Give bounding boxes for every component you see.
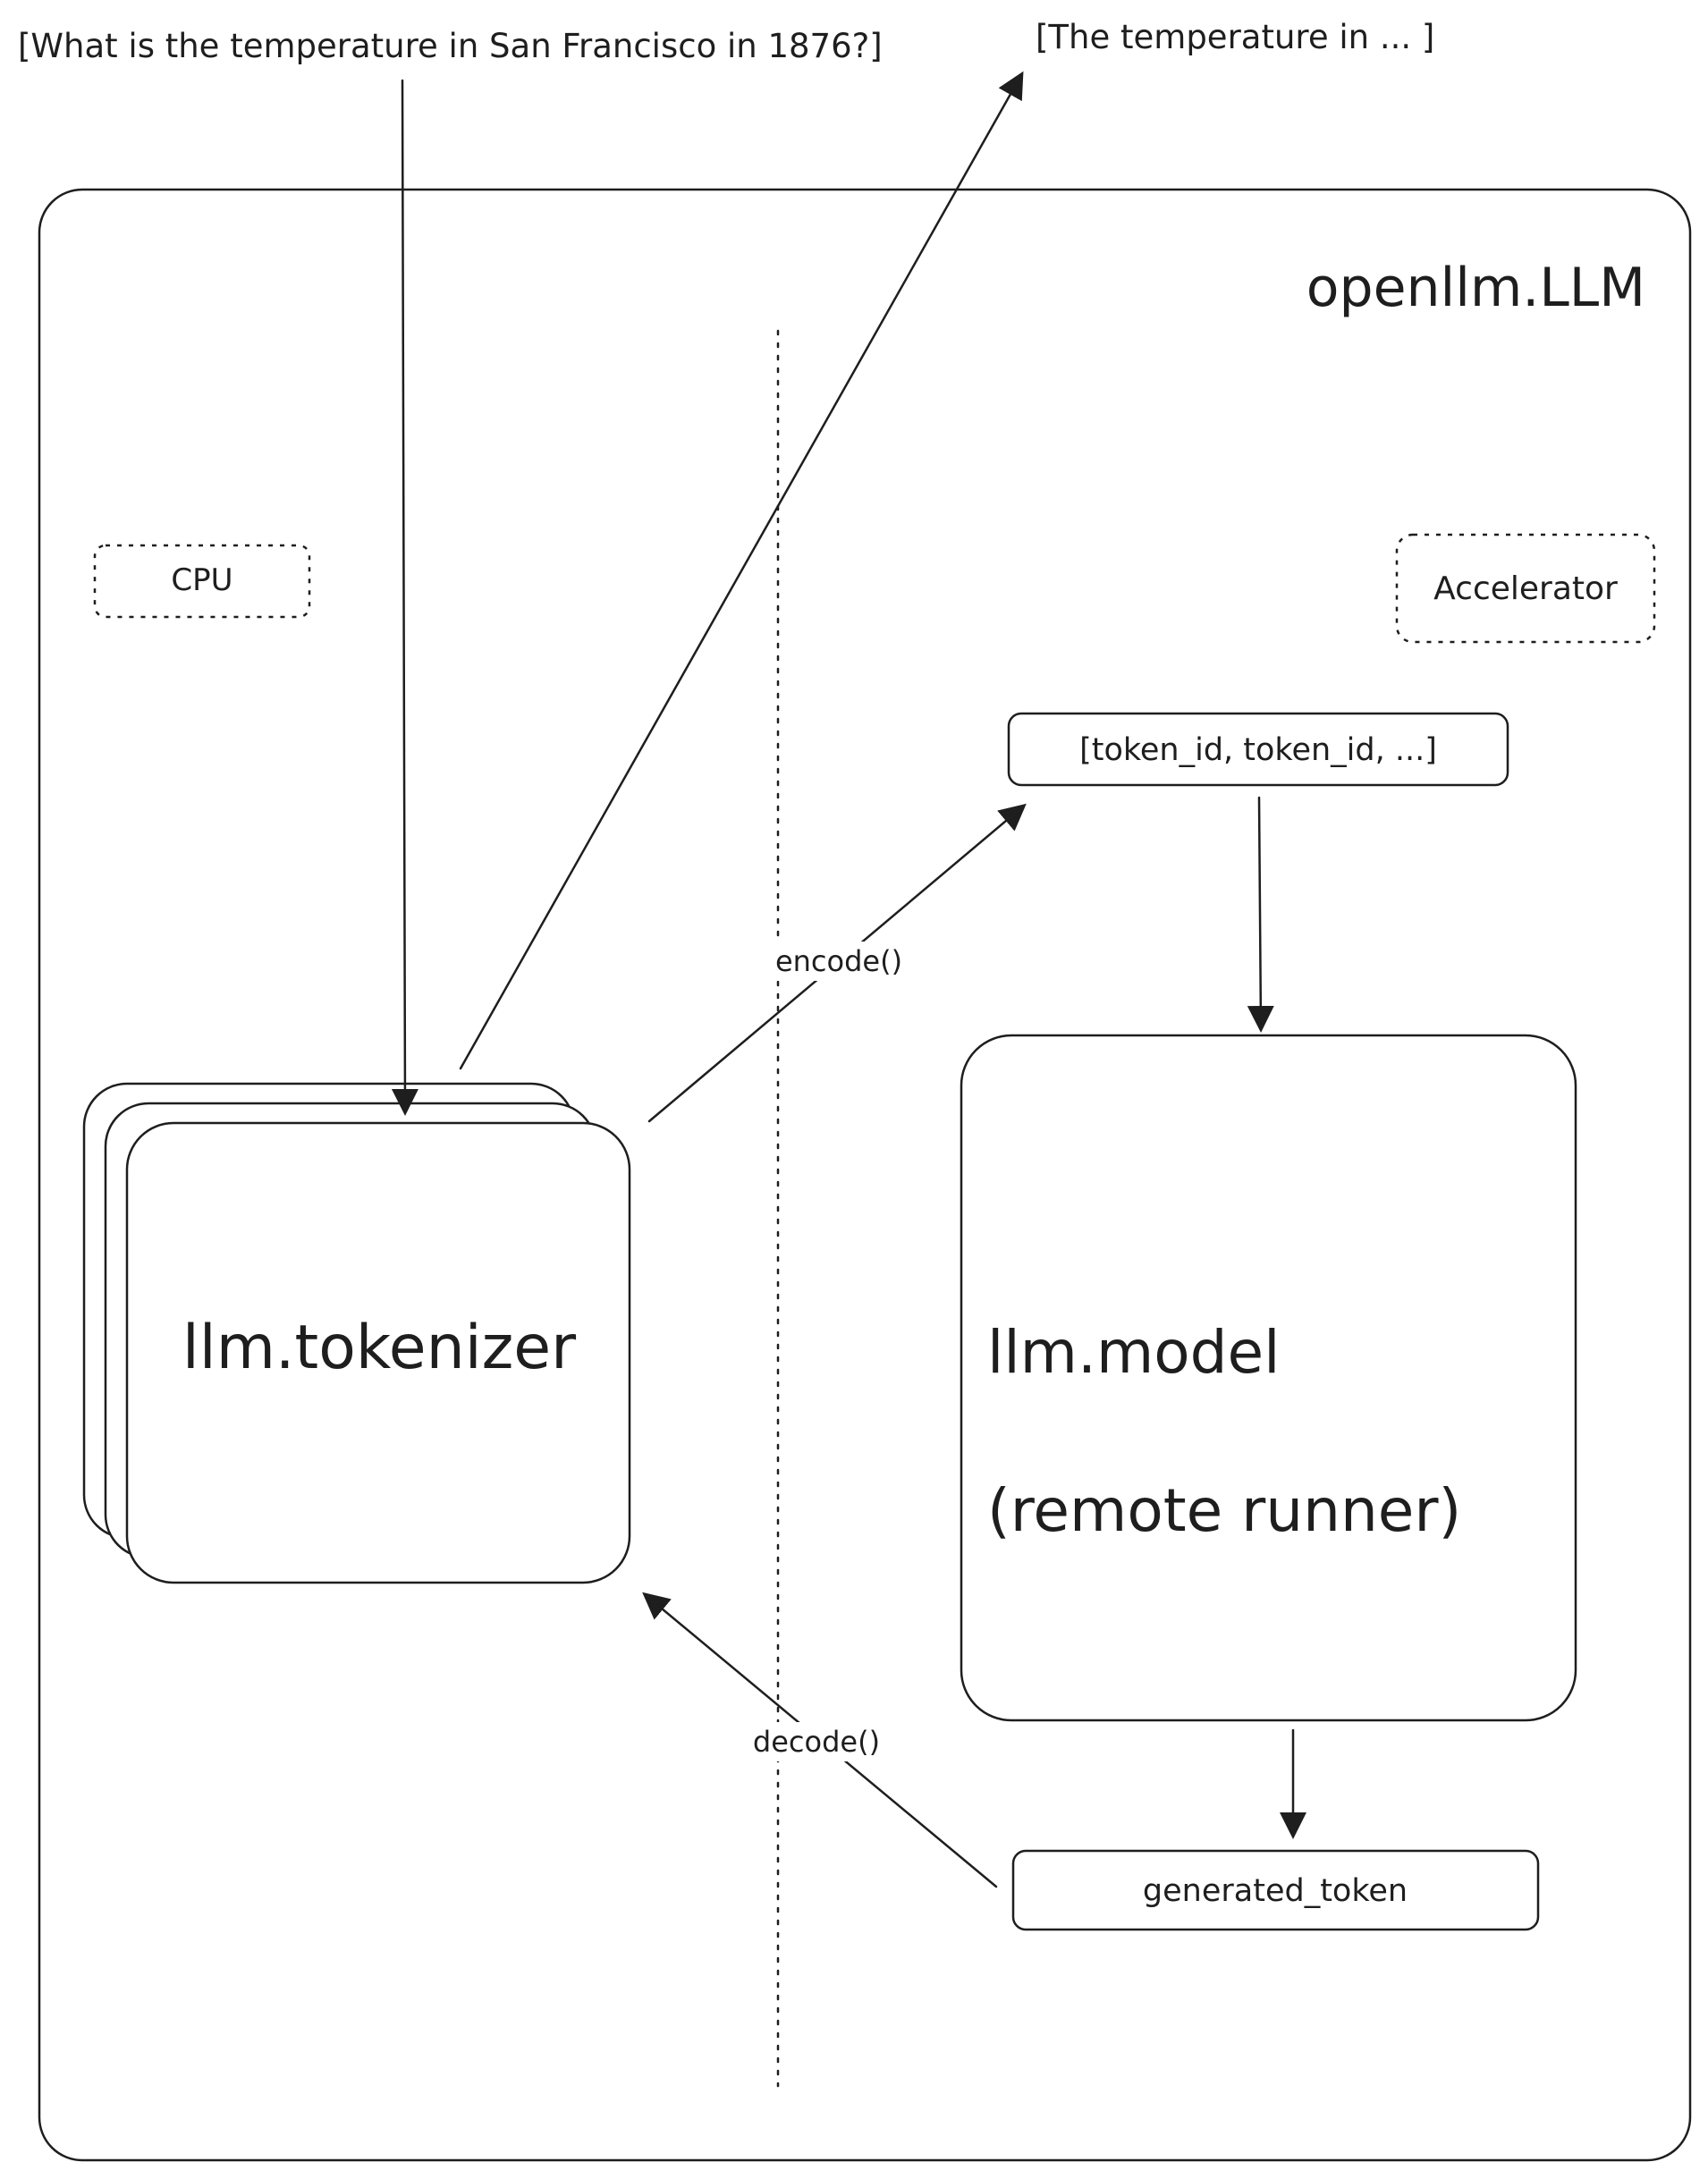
- token-ids-box: [1007, 712, 1509, 787]
- model-label-line2: (remote runner): [987, 1476, 1461, 1545]
- generated-token-box: [1011, 1849, 1540, 1931]
- model-node: llm.model (remote runner): [960, 1034, 1577, 1722]
- generated-token-node: generated_token: [1011, 1849, 1540, 1931]
- cpu-region-label-box: [93, 544, 311, 619]
- generated-token-label: generated_token: [1143, 1873, 1408, 1909]
- decode-label: decode(): [753, 1725, 880, 1759]
- tokenizer-label: llm.tokenizer: [182, 1313, 576, 1383]
- arrow-token-ids-to-model: [1247, 796, 1274, 1033]
- decode-label-bg: [740, 1722, 892, 1761]
- arrow-prompt-to-tokenizer: [391, 79, 419, 1116]
- input-prompt-text: [What is the temperature in San Francisc…: [18, 27, 883, 65]
- tokenizer-card-front: [125, 1121, 631, 1584]
- output-text: [The temperature in ... ]: [1036, 18, 1434, 56]
- encode-label-bg: [769, 942, 909, 981]
- container-title: openllm.LLM: [1306, 257, 1645, 319]
- model-label-line1: llm.model: [987, 1318, 1280, 1387]
- tokenizer-stack: llm.tokenizer: [82, 1082, 631, 1584]
- model-box: [960, 1034, 1577, 1722]
- accelerator-region-label: Accelerator: [1433, 570, 1618, 607]
- token-ids-node: [token_id, token_id, ...]: [1007, 712, 1509, 787]
- token-ids-label: [token_id, token_id, ...]: [1079, 732, 1437, 768]
- cpu-region-label: CPU: [171, 562, 233, 598]
- encode-label: encode(): [775, 944, 902, 978]
- arrow-tokenizer-to-output: [459, 71, 1024, 1070]
